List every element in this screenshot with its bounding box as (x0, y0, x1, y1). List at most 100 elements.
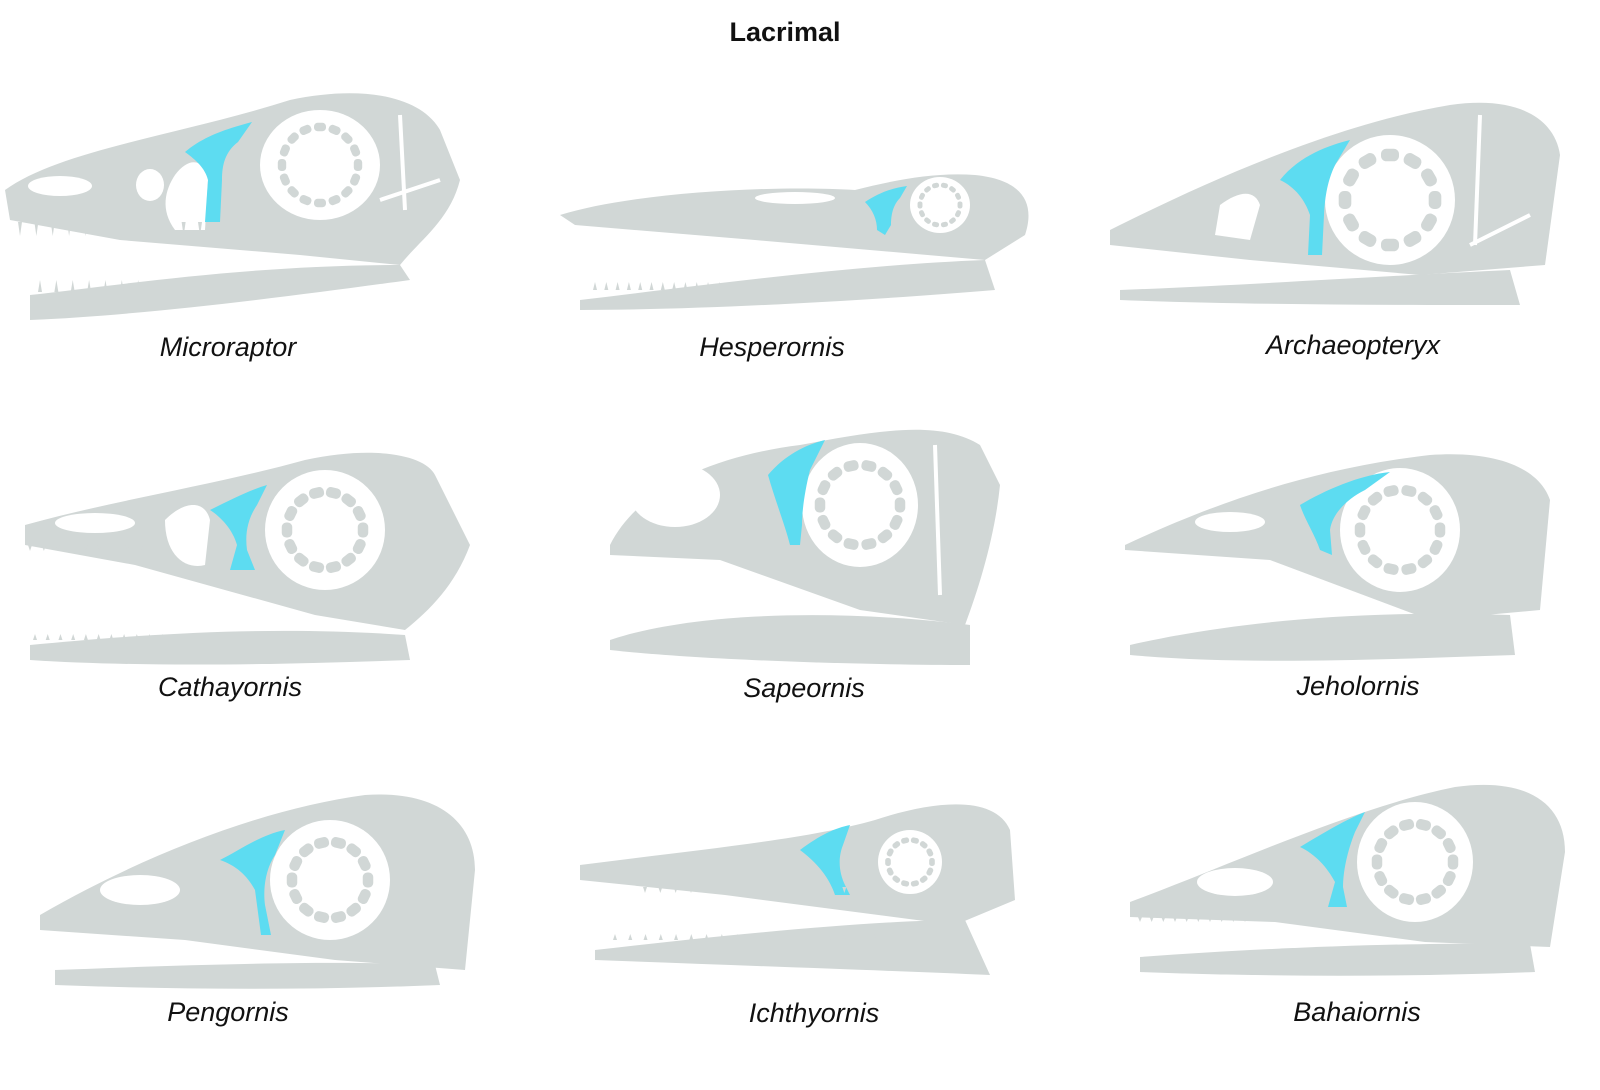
sclerotic-plate (1354, 522, 1366, 538)
lacrimal-bone (1300, 812, 1365, 907)
sclerotic-plate (1371, 854, 1383, 870)
sclerotic-plate (362, 872, 374, 888)
sclerotic-plate (308, 487, 325, 499)
lacrimal-bone (1300, 472, 1390, 555)
tooth (689, 934, 694, 940)
taxon-label-hesperornis: Hesperornis (699, 332, 845, 362)
tooth (1231, 917, 1236, 922)
tooth (842, 887, 847, 893)
tooth (50, 222, 55, 236)
tooth (38, 280, 42, 292)
skull-sapeornis (610, 429, 1000, 665)
orbit (1325, 135, 1455, 265)
tooth (111, 545, 116, 551)
sclerotic-plate (314, 198, 326, 208)
maxillary-fenestra (136, 169, 164, 201)
tooth (633, 545, 637, 553)
sclerotic-plate (325, 561, 342, 573)
sclerotic-plate (1383, 485, 1399, 497)
tooth (803, 225, 807, 233)
tooth (827, 887, 831, 893)
cranium (1125, 454, 1550, 620)
sclerotic-plate (313, 911, 330, 923)
sclerotic-plate (910, 880, 919, 887)
taxon-label-ichthyornis: Ichthyornis (748, 998, 880, 1028)
tooth (833, 225, 837, 233)
tooth (1208, 917, 1212, 922)
tooth (638, 282, 643, 290)
tooth (1184, 917, 1189, 922)
sclerotic-plate (277, 159, 287, 171)
tooth (706, 282, 711, 290)
sclerotic-plate (892, 841, 901, 849)
tooth (841, 934, 846, 940)
sclerotic-plate (1417, 554, 1433, 569)
tooth (132, 222, 137, 236)
sclerotic-plate (1343, 213, 1360, 232)
sclerotic-plate (281, 522, 293, 538)
tooth (198, 222, 202, 236)
teeth-row (613, 934, 907, 940)
sclerotic-plate (308, 561, 325, 573)
sclerotic-plate (352, 505, 366, 522)
sclerotic-plate (814, 497, 826, 513)
sclerotic-plate (886, 867, 894, 876)
sclerotic-plate (330, 837, 347, 849)
sclerotic-plate (1343, 168, 1360, 187)
mandible (610, 615, 970, 665)
tooth (719, 887, 724, 893)
mandible (1140, 943, 1535, 976)
tooth (658, 934, 663, 940)
tooth (1149, 917, 1154, 922)
sclerotic-plate (357, 888, 371, 905)
suture (1469, 114, 1531, 247)
sclerotic-plate (1381, 238, 1399, 252)
sclerotic-plate (889, 514, 903, 530)
sclerotic-plate (1415, 819, 1432, 831)
tooth (728, 282, 733, 290)
skull-panel-bahaiornis (1125, 772, 1600, 1072)
sclerotic-plate (357, 522, 369, 538)
sclerotic-plate (299, 195, 312, 206)
skull-panel-jeholornis (1120, 450, 1600, 750)
sclerotic-ring (1354, 485, 1446, 575)
sclerotic-plate (1417, 491, 1433, 506)
tooth (872, 934, 877, 940)
tooth (783, 225, 787, 233)
sclerotic-plate (287, 132, 299, 144)
sclerotic-plate (325, 487, 342, 499)
tooth (41, 545, 46, 551)
sclerotic-plate (1431, 884, 1447, 899)
sclerotic-plate (1401, 485, 1417, 497)
external-naris (28, 176, 92, 196)
mandible (595, 920, 990, 975)
tooth (763, 225, 767, 233)
sclerotic-ring (917, 182, 963, 228)
tooth (811, 934, 816, 940)
sclerotic-plate (293, 552, 309, 567)
sclerotic-plate (1442, 837, 1456, 854)
tooth (843, 225, 847, 233)
sclerotic-plate (954, 192, 962, 200)
tooth (765, 934, 770, 940)
mandible (30, 630, 410, 665)
tooth (109, 634, 114, 640)
sclerotic-plate (843, 538, 859, 550)
sclerotic-plate (1429, 505, 1443, 521)
tooth (903, 934, 907, 940)
sclerotic-ring (286, 837, 374, 923)
sclerotic-plate (1428, 191, 1442, 209)
sclerotic-plate (1367, 554, 1383, 569)
tooth (83, 222, 88, 236)
sclerotic-plate (886, 848, 894, 857)
sclerotic-plate (313, 837, 330, 849)
sclerotic-plate (1338, 191, 1352, 209)
skull-archaeopteryx (1110, 102, 1560, 305)
sclerotic-plate (1403, 230, 1422, 247)
tooth (1196, 917, 1201, 922)
antorbital-fenestra (1215, 193, 1260, 240)
tooth (615, 282, 620, 290)
tooth (18, 222, 22, 236)
tooth (125, 545, 130, 551)
sclerotic-ring (885, 837, 935, 887)
